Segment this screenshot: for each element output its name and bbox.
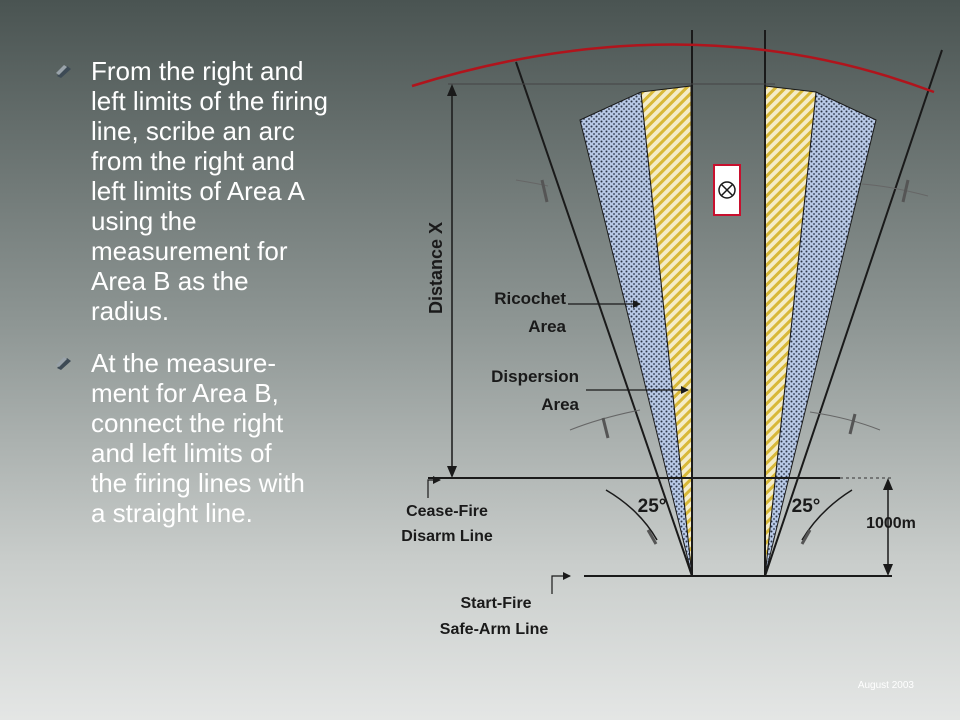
target-icon: [718, 181, 736, 199]
angle-right-label: 25°: [792, 496, 821, 517]
ricochet-label-line1: Ricochet: [494, 289, 566, 308]
bullet-item: At the measure- ment for Area B, connect…: [55, 348, 400, 528]
cease-fire-label-line2: Disarm Line: [401, 528, 493, 545]
ricochet-label-line2: Area: [528, 317, 566, 336]
cease-fire-leader: [427, 476, 441, 498]
footer-date: August 2003: [857, 680, 914, 691]
dispersion-label-line2: Area: [541, 395, 579, 414]
start-fire-leader: [551, 572, 571, 594]
tick-mark: [601, 417, 610, 439]
bullet-text: From the right and left limits of the fi…: [91, 56, 328, 326]
start-fire-label-line2: Safe-Arm Line: [440, 621, 549, 638]
angle-arc-left: [605, 489, 658, 541]
tick-mark: [901, 179, 910, 203]
start-fire-label-line1: Start-Fire: [460, 595, 531, 612]
boundary-line-left: [515, 61, 693, 577]
area-b-arc: [411, 43, 935, 94]
distance-x-label: Distance X: [426, 222, 446, 314]
tick-mark: [848, 413, 857, 435]
dispersion-label-line1: Dispersion: [491, 367, 579, 386]
scribe-arc: [861, 183, 929, 197]
bullet-item: From the right and left limits of the fi…: [55, 56, 400, 326]
boundary-line-right: [764, 49, 943, 577]
angle-arc-right: [801, 489, 853, 541]
bullet-icon: [56, 65, 71, 78]
dist-1000-label: 1000m: [866, 515, 916, 532]
bullet-list: From the right and left limits of the fi…: [55, 56, 400, 550]
bullet-icon: [56, 357, 71, 370]
tick-mark: [540, 179, 549, 203]
bullet-text: At the measure- ment for Area B, connect…: [91, 348, 305, 528]
scribe-arc: [809, 411, 881, 431]
scribe-arc: [515, 179, 549, 187]
cease-fire-label-line1: Cease-Fire: [406, 503, 488, 520]
angle-left-label: 25°: [638, 496, 667, 517]
